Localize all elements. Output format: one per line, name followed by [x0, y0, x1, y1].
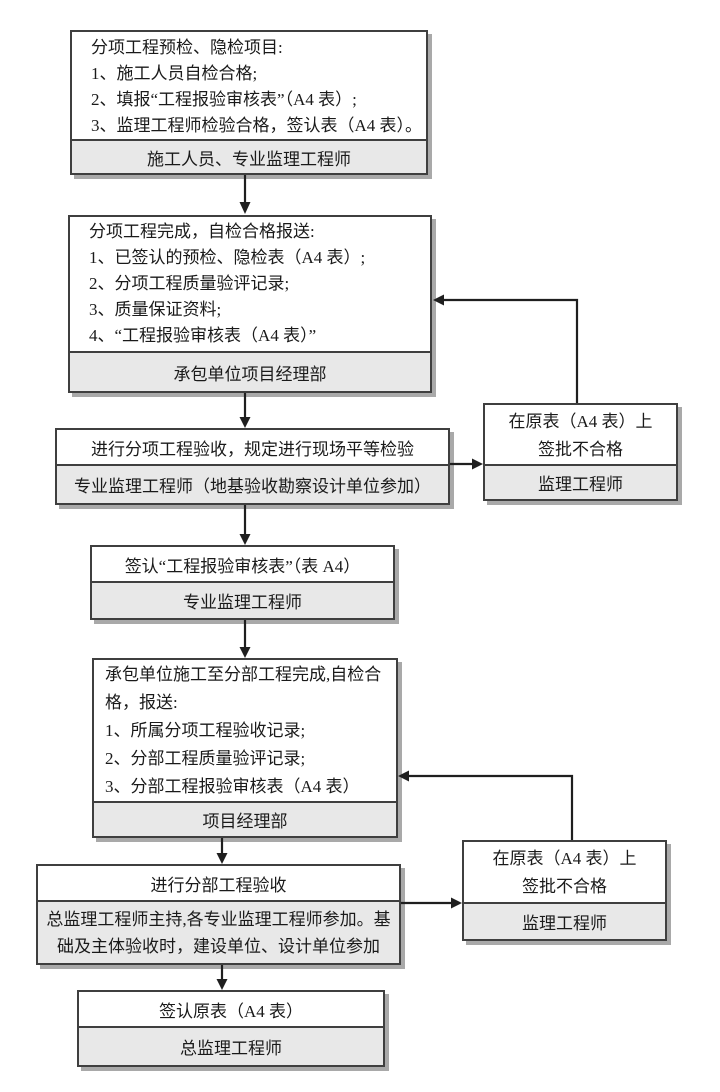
step1-line: 3、监理工程师检验合格，签认表（A4 表）。 [91, 116, 423, 135]
reject2-responsible-footer: 监理工程师 [464, 902, 665, 939]
step5-body: 承包单位施工至分部工程完成,自检合 格，报送: 1、所属分项工程验收记录; 2、… [94, 660, 396, 801]
step2-line: 4、“工程报验审核表（A4 表）” [89, 326, 317, 345]
step5-responsible-footer: 项目经理部 [94, 801, 396, 836]
step6-footer-line: 总监理工程师主持,各专业监理工程师参加。基 [46, 909, 391, 929]
step4-responsible-footer: 专业监理工程师 [92, 581, 393, 618]
step1-line: 2、填报“工程报验审核表”（A4 表）; [91, 90, 357, 109]
step6-subdivision-acceptance-box: 进行分部工程验收 总监理工程师主持,各专业监理工程师参加。基 础及主体验收时，建… [36, 864, 401, 965]
arrow-down-step6-to-step7 [216, 965, 228, 990]
feedback-arrow-reject1-to-step2 [433, 294, 579, 403]
step6-footer-line: 础及主体验收时，建设单位、设计单位参加 [57, 936, 380, 956]
reject2-sign-unqualified-box: 在原表（A4 表）上 签批不合格 监理工程师 [462, 840, 667, 941]
step1-subitem-preinspection-box: 分项工程预检、隐检项目: 1、施工人员自检合格; 2、填报“工程报验审核表”（A… [70, 30, 428, 175]
step1-line: 分项工程预检、隐检项目: [91, 38, 283, 57]
reject2-body: 在原表（A4 表）上 签批不合格 [464, 842, 665, 902]
step1-responsible-footer: 施工人员、专业监理工程师 [72, 139, 426, 173]
reject1-sign-unqualified-box: 在原表（A4 表）上 签批不合格 监理工程师 [483, 403, 678, 501]
step5-line: 承包单位施工至分部工程完成,自检合 [105, 665, 382, 684]
step3-responsible-footer: 专业监理工程师（地基验收勘察设计单位参加） [57, 464, 448, 503]
arrow-down-step3-to-step4 [239, 505, 251, 545]
step3-subitem-acceptance-box: 进行分项工程验收，规定进行现场平等检验 专业监理工程师（地基验收勘察设计单位参加… [55, 428, 450, 505]
step5-line: 1、所属分项工程验收记录; [105, 721, 306, 740]
step7-sign-original-form-box: 签认原表（A4 表） 总监理工程师 [77, 990, 385, 1067]
arrow-down-step4-to-step5 [239, 620, 251, 658]
reject1-body: 在原表（A4 表）上 签批不合格 [485, 405, 676, 464]
arrow-right-step3-to-reject1 [450, 458, 483, 470]
step4-title: 签认“工程报验审核表”（表 A4） [124, 556, 361, 576]
arrow-right-step6-to-reject2 [401, 897, 462, 909]
reject1-line: 签批不合格 [538, 439, 623, 459]
arrow-down-step2-to-step3 [239, 393, 251, 428]
reject2-line: 在原表（A4 表）上 [492, 849, 637, 868]
step7-responsible-footer: 总监理工程师 [79, 1026, 383, 1065]
step6-title: 进行分部工程验收 [150, 875, 287, 895]
reject2-line: 签批不合格 [522, 877, 607, 896]
step2-line: 1、已签认的预检、隐检表（A4 表）; [89, 248, 366, 267]
step2-subitem-complete-box: 分项工程完成，自检合格报送: 1、已签认的预检、隐检表（A4 表）; 2、分项工… [68, 215, 432, 393]
step7-title: 签认原表（A4 表） [158, 1001, 304, 1021]
step5-line: 格，报送: [105, 693, 178, 712]
reject1-responsible-footer: 监理工程师 [485, 464, 676, 499]
step2-line: 3、质量保证资料; [89, 300, 222, 319]
reject1-line: 在原表（A4 表）上 [508, 411, 653, 431]
step2-line: 2、分项工程质量验评记录; [89, 274, 290, 293]
step5-line: 2、分部工程质量验评记录; [105, 749, 306, 768]
step1-line: 1、施工人员自检合格; [91, 64, 258, 83]
step5-subdivision-complete-box: 承包单位施工至分部工程完成,自检合 格，报送: 1、所属分项工程验收记录; 2、… [92, 658, 398, 838]
arrow-down-step5-to-step6 [216, 838, 228, 864]
arrow-down-step1-to-step2 [239, 175, 251, 214]
step5-line: 3、分部工程报验审核表（A4 表） [105, 777, 360, 796]
step2-body: 分项工程完成，自检合格报送: 1、已签认的预检、隐检表（A4 表）; 2、分项工… [70, 217, 430, 351]
step1-body: 分项工程预检、隐检项目: 1、施工人员自检合格; 2、填报“工程报验审核表”（A… [72, 32, 426, 139]
step2-responsible-footer: 承包单位项目经理部 [70, 351, 430, 391]
step4-sign-review-form-box: 签认“工程报验审核表”（表 A4） 专业监理工程师 [90, 545, 395, 620]
step2-line: 分项工程完成，自检合格报送: [89, 222, 315, 241]
step6-responsible-footer: 总监理工程师主持,各专业监理工程师参加。基 础及主体验收时，建设单位、设计单位参… [38, 900, 399, 963]
feedback-arrow-reject2-to-step5 [398, 770, 574, 840]
step3-title: 进行分项工程验收，规定进行现场平等检验 [91, 439, 414, 459]
